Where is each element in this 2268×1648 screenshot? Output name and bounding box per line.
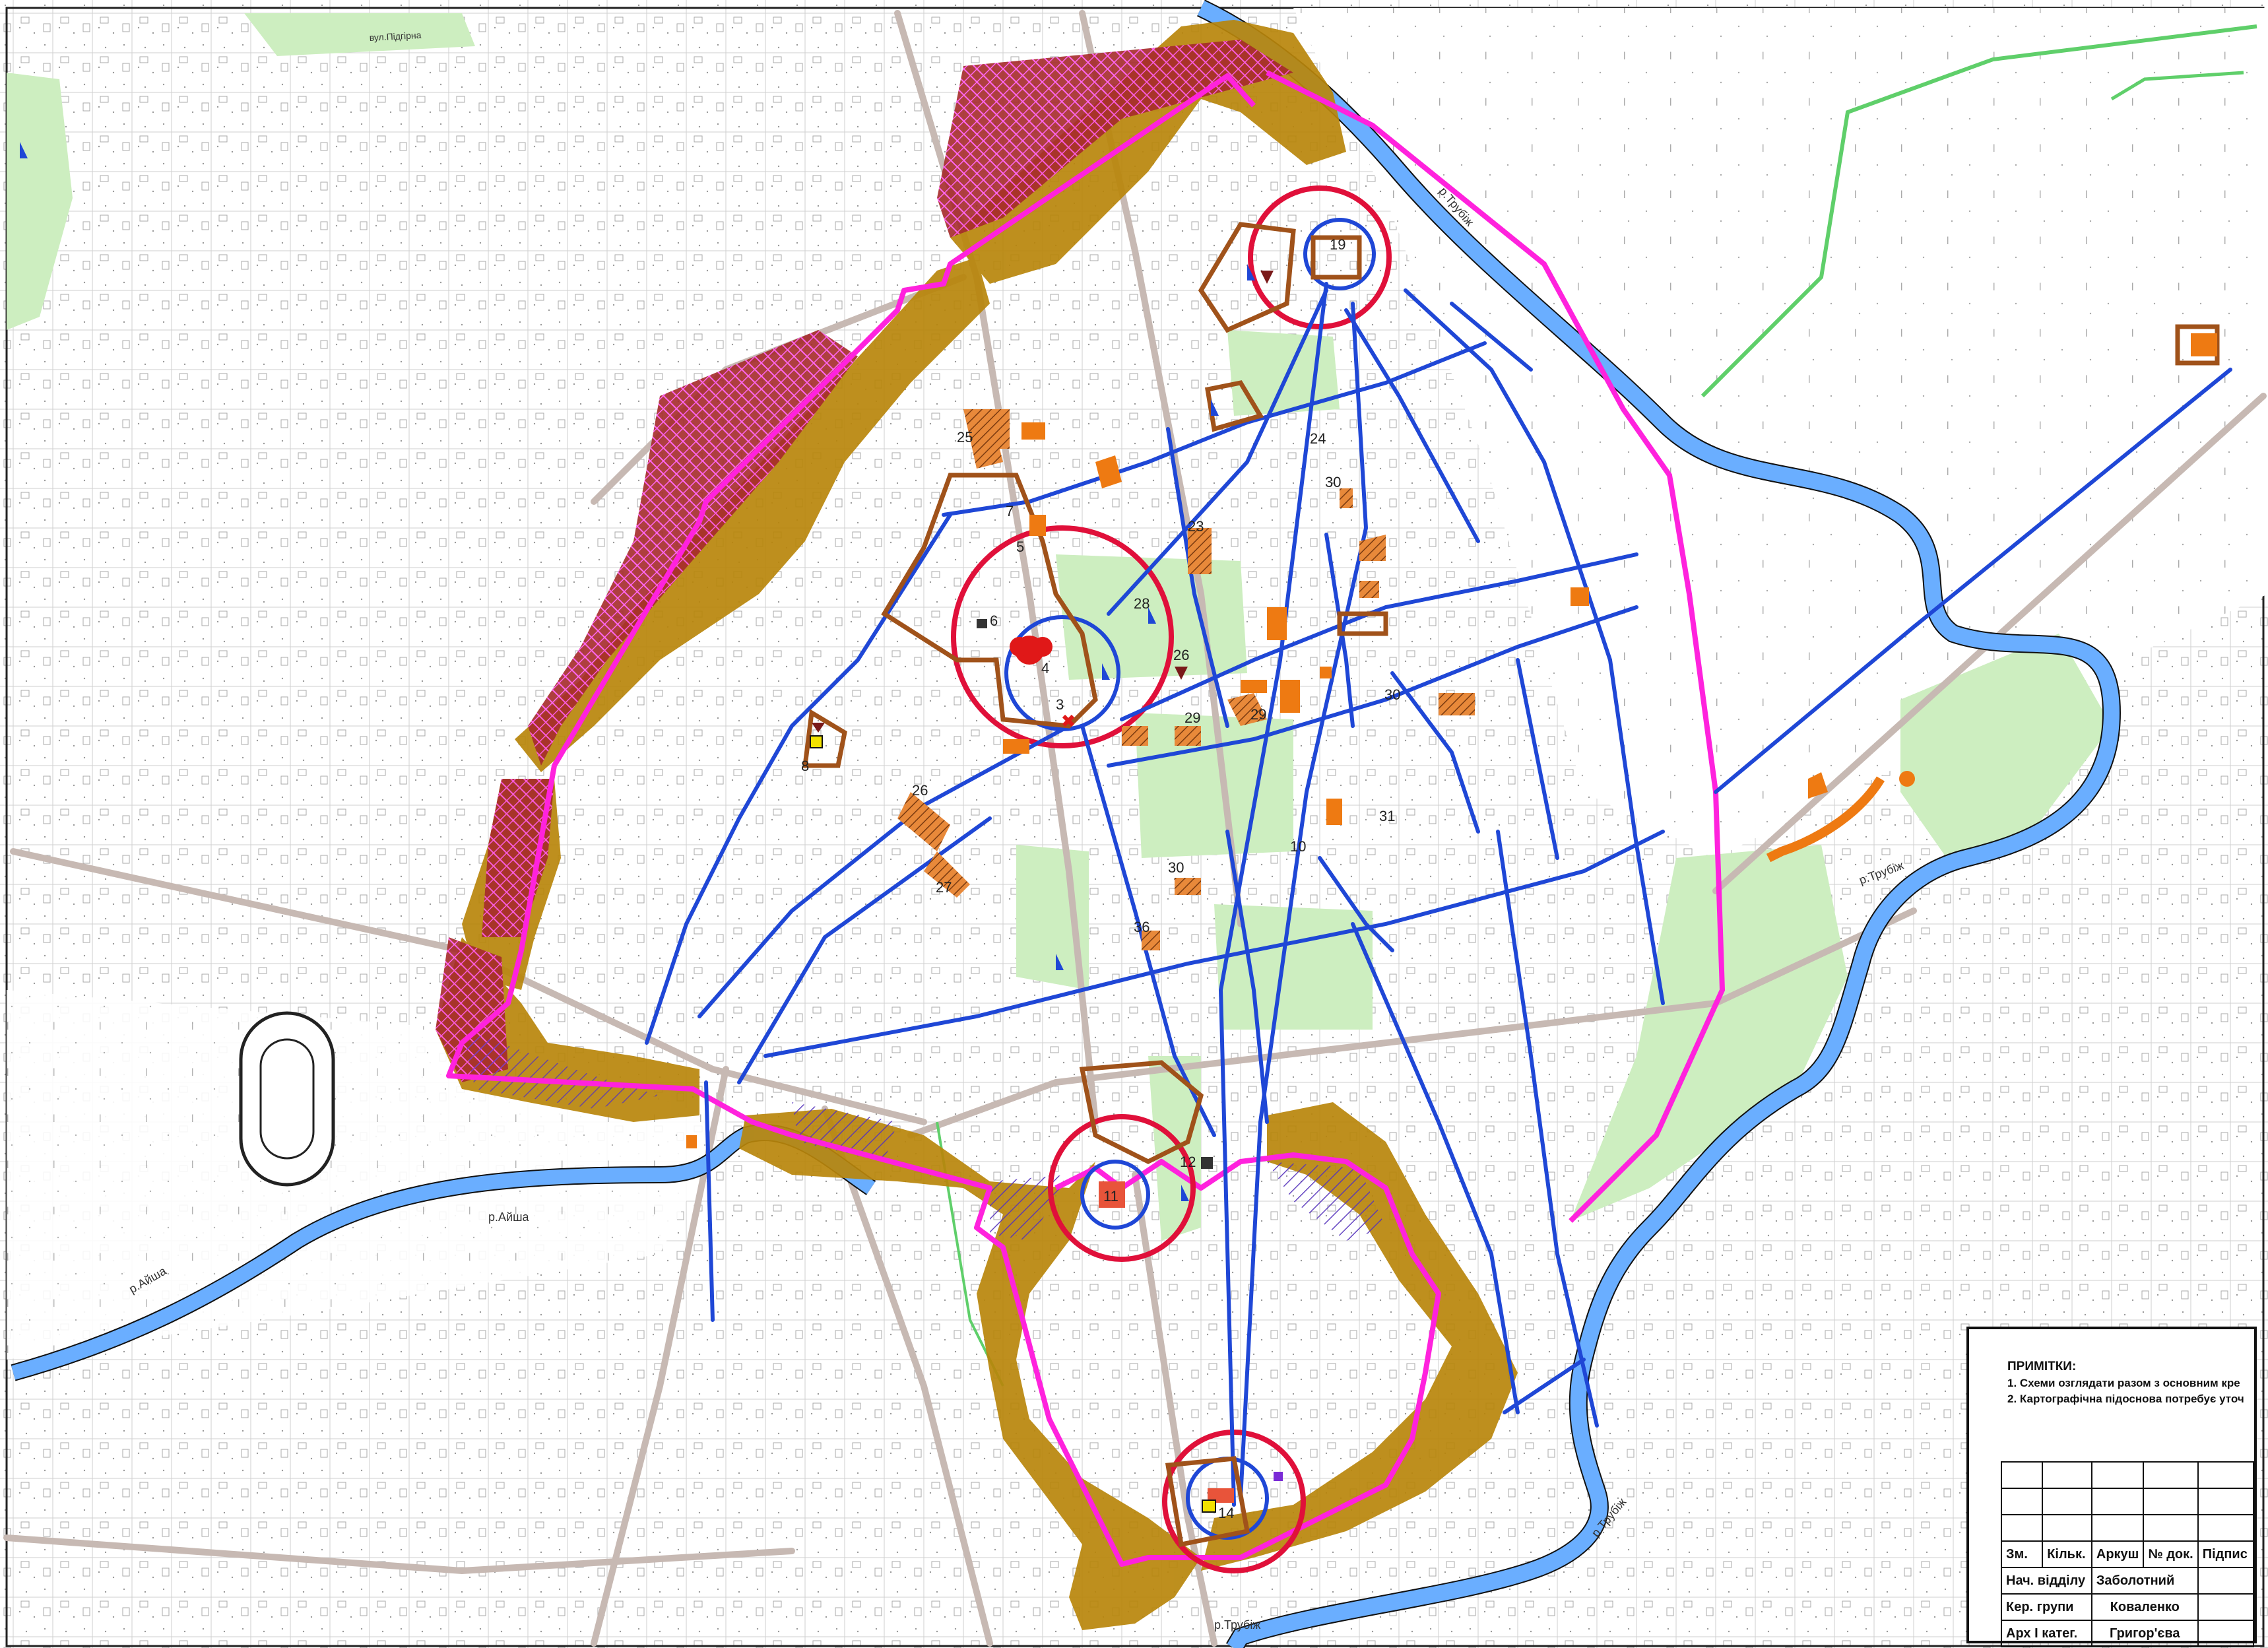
cell-empty [2197,1593,2255,1621]
site-number-26: 26 [1173,647,1189,663]
monuments [686,333,2217,1148]
header-zm: Зм. [2000,1540,2044,1568]
street-label-pidhirna: вул.Підгірна [369,30,422,43]
header-kilk: Кільк. [2042,1540,2092,1568]
cell-empty [2197,1461,2255,1489]
table-row [2000,1488,2255,1515]
cell-empty [2090,1514,2145,1542]
site-number-11: 11 [1103,1188,1118,1204]
site-number-4: 4 [1041,660,1049,676]
site-number-27: 27 [936,879,952,896]
table-header-row: Зм. Кільк. Аркуш № док. Підпис [2000,1540,2255,1568]
site-number-26b: 26 [912,782,928,799]
cell-empty [2000,1514,2044,1542]
cell-empty [2042,1488,2092,1515]
header-arkush: Аркуш [2090,1540,2145,1568]
header-doc: № док. [2143,1540,2199,1568]
key-monuments [1010,636,1234,1503]
role-cell: Нач. відділу [2001,1567,2092,1595]
table-row [2000,1461,2255,1489]
cell-empty [2143,1514,2199,1542]
river-label-trubizh-4: р.Трубіж [1214,1618,1260,1632]
table-row: Арх І катег. Григор'єва [2001,1620,2255,1647]
cell-empty [2042,1514,2092,1542]
site-number-12: 12 [1180,1154,1196,1170]
monuments-hatched [897,409,1475,950]
view-axes [645,282,2232,1507]
site-number-24: 24 [1310,430,1326,447]
cell-empty [2000,1488,2044,1515]
map-frame [5,7,2265,1647]
cell-empty [2090,1461,2145,1489]
site-number-23: 23 [1188,518,1204,535]
site-number-6: 6 [990,612,998,629]
cell-empty [2143,1461,2199,1489]
role-cell: Кер. групи [2001,1593,2092,1621]
cell-empty [2000,1461,2044,1489]
protection-circles [951,185,1392,1573]
monument-triangle-icon [20,142,1255,1201]
site-number-7: 7 [1006,503,1014,519]
site-number-10: 10 [1290,838,1306,855]
river-label-aysha-2: р.Айша [488,1210,530,1224]
notes-title: ПРИМІТКИ: [2007,1360,2077,1373]
dark-markers [812,271,1283,1481]
cell-empty [2143,1488,2199,1515]
site-numbers: 19 25 7 5 4 6 3 28 26 24 30 23 29 29 30 … [801,236,1400,1521]
boundary-east-line [1266,70,1726,1223]
table-row: Нач. відділу Заболотний [2001,1567,2255,1595]
site-number-30b: 30 [1384,686,1400,703]
name-cell: Коваленко [2090,1593,2199,1621]
name-cell: Григор'єва [2090,1620,2199,1647]
cell-empty [2197,1514,2255,1542]
site-number-14: 14 [1218,1505,1234,1521]
site-number-19: 19 [1330,236,1345,253]
name-cell: Заболотний [2090,1567,2199,1595]
cell-empty [2090,1488,2145,1515]
cell-empty [2197,1620,2255,1647]
site-number-8: 8 [801,758,809,774]
site-number-3: 3 [1056,696,1064,713]
note-line-1: 1. Схеми озглядати разом з основним кре [2007,1377,2240,1389]
site-number-30: 30 [1325,474,1341,490]
table-row [2000,1514,2255,1542]
canal-northeast [1701,24,2257,398]
site-number-31: 31 [1379,808,1395,824]
yellow-markers [810,735,1216,1513]
cell-empty [2197,1567,2255,1595]
role-cell: Арх І катег. [2001,1620,2092,1647]
site-number-29b: 29 [1250,706,1266,723]
table-row: Кер. групи Коваленко [2001,1593,2255,1621]
note-line-2: 2. Картографічна підосновa потребує уточ [2007,1393,2244,1405]
notes-stamp-block: ПРИМІТКИ: 1. Схеми озглядати разом з осн… [1966,1327,2257,1647]
site-number-30c: 30 [1168,859,1184,876]
site-number-28: 28 [1134,595,1150,612]
site-number-5: 5 [1016,539,1024,555]
site-number-25: 25 [957,429,973,445]
cell-empty [2042,1461,2092,1489]
cell-empty [2197,1488,2255,1515]
boundary-fortress-line [446,73,1441,1567]
stadium [239,1011,335,1187]
header-pidpys: Підпис [2197,1540,2255,1568]
stamp-table: Зм. Кільк. Аркуш № док. Підпис Нач. відд… [2000,1461,2255,1647]
site-number-36: 36 [1134,919,1150,935]
site-number-29: 29 [1184,709,1200,726]
